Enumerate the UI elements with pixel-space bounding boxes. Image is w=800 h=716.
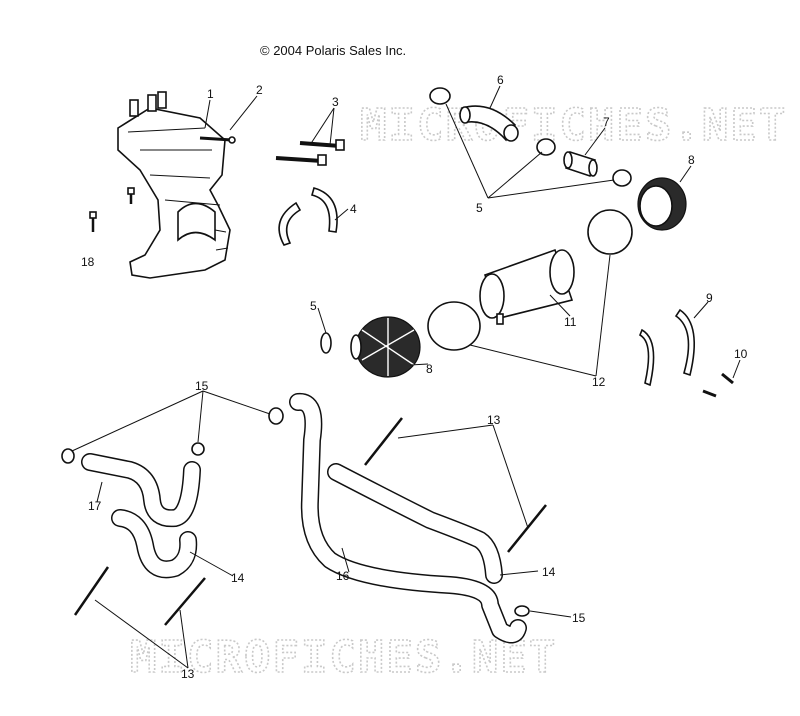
callout-14-right: 14 [542, 565, 556, 579]
coupler-7 [563, 150, 598, 178]
callout-5-bottom: 5 [310, 299, 317, 313]
callout-13-left: 13 [181, 667, 195, 681]
straps-4 [278, 187, 338, 246]
callout-2: 2 [256, 83, 263, 97]
hose-16 [289, 393, 527, 644]
callout-4: 4 [350, 202, 357, 216]
callout-7: 7 [603, 115, 610, 129]
callout-1: 1 [207, 87, 214, 101]
screws-10 [702, 372, 734, 398]
hose-14-right [327, 463, 503, 584]
callout-11: 11 [564, 315, 577, 329]
brackets-9 [638, 308, 696, 387]
screw-18 [89, 211, 97, 232]
callout-5-top: 5 [476, 201, 483, 215]
callout-8-top: 8 [688, 153, 695, 167]
clamp-rings-15 [61, 407, 530, 617]
air-filter-8-bottom [350, 316, 421, 378]
callout-15-top: 15 [195, 379, 209, 393]
watermark-bottom: MICROFICHES.NET [130, 632, 557, 683]
hose-14-left [111, 509, 198, 579]
callout-14-left: 14 [231, 571, 245, 585]
screw-small [127, 187, 135, 204]
airbox-housing [117, 91, 231, 279]
clamp-rings-5 [429, 87, 632, 187]
leader-lines [71, 85, 741, 669]
intake-duct-6 [459, 105, 519, 142]
callout-13-right: 13 [487, 413, 501, 427]
watermark-top: MICROFICHES.NET [360, 100, 787, 151]
callout-12: 12 [592, 375, 606, 389]
cable-ties-13 [73, 417, 547, 626]
canister-11 [479, 248, 575, 325]
callout-6: 6 [497, 73, 504, 87]
callout-16: 16 [336, 569, 350, 583]
callout-10: 10 [734, 347, 748, 361]
callout-8-bottom: 8 [426, 362, 433, 376]
bolt-2 [199, 136, 236, 144]
clamp-ring-5-bottom [320, 332, 332, 354]
callout-18: 18 [81, 255, 95, 269]
hose-17 [81, 453, 201, 528]
callout-15-bottom: 15 [572, 611, 586, 625]
callout-9: 9 [706, 291, 713, 305]
callout-3: 3 [332, 95, 339, 109]
o-rings-12 [427, 209, 633, 351]
air-filter-8-top [637, 177, 687, 231]
callout-17: 17 [88, 499, 102, 513]
copyright-text: © 2004 Polaris Sales Inc. [260, 43, 406, 58]
callout-labels: 1 2 3 4 5 5 6 7 8 8 9 10 11 12 13 13 14 … [81, 73, 748, 681]
bolts-3 [275, 139, 345, 166]
